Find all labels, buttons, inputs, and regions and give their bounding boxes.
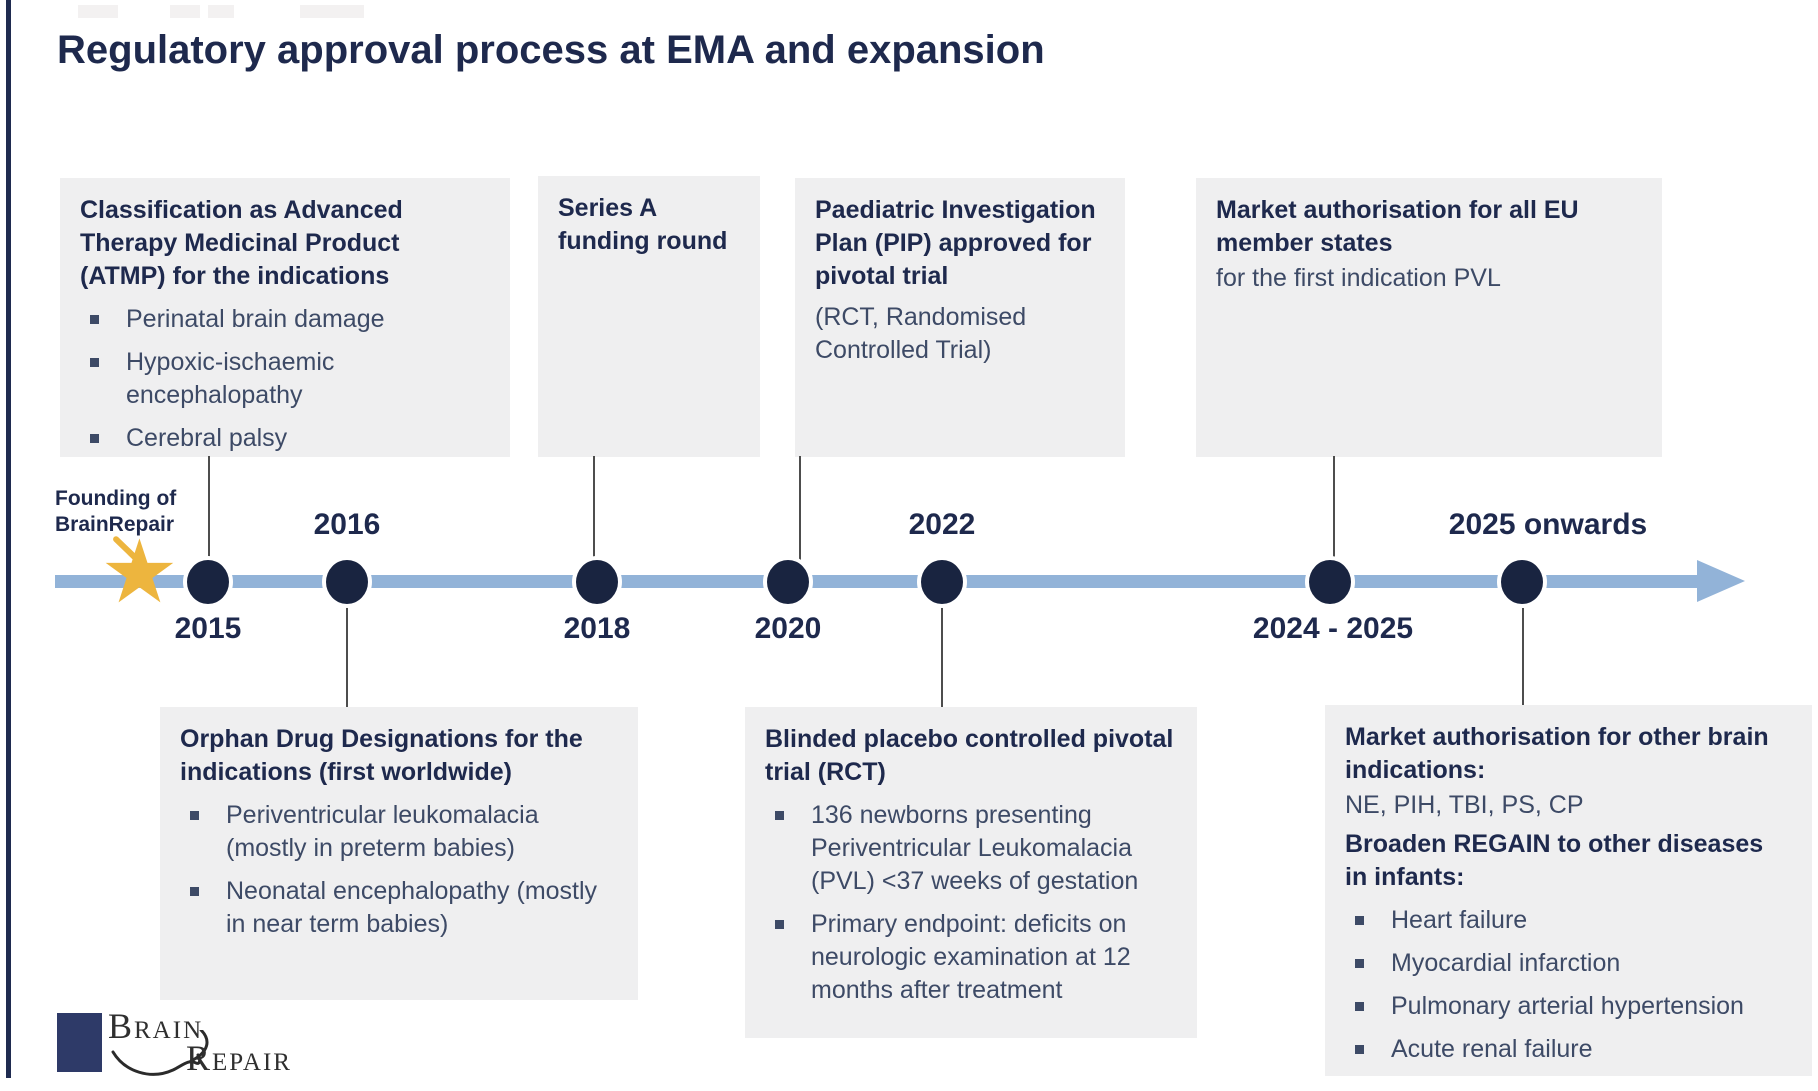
year-label-2020: 2020 [754,612,822,645]
founding-star-icon: ★ [100,522,179,621]
logo-swoosh-icon [111,1030,209,1076]
list-item: Periventricular leukomalacia (mostly in … [180,799,618,865]
timeline-arrow-icon [1697,560,1745,602]
event-box-series-a: Series A funding round [538,176,760,457]
event-box-title-2: Broaden REGAIN to other diseases in infa… [1345,830,1764,891]
logo-wordmark-repair: Repair [186,1038,292,1078]
list-item: Cerebral palsy [80,422,490,455]
event-box-title: Paediatric Investigation Plan (PIP) appr… [815,196,1096,290]
connector-line [941,600,943,707]
list-item: Hypoxic-ischaemic encephalopathy [80,346,490,412]
founding-label-line1: Founding of [55,487,177,510]
year-label-2025-onwards: 2025 onwards [1448,508,1648,541]
event-box-title: Classification as Advanced Therapy Medic… [80,196,403,290]
year-label-2024-2025: 2024 - 2025 [1252,612,1414,645]
year-label-2016: 2016 [313,508,381,541]
list-item: Pulmonary arterial hypertension [1345,990,1792,1023]
year-label-2018: 2018 [563,612,631,645]
list-item: 136 newborns presenting Periventricular … [765,799,1177,898]
event-box-subtitle: NE, PIH, TBI, PS, CP [1345,791,1584,819]
event-box-title: Series A funding round [558,194,728,255]
event-box-orphan-drug: Orphan Drug Designations for the indicat… [160,707,638,1000]
top-edge-artifact [208,5,234,18]
list-item: Heart failure [1345,904,1792,937]
connector-line [346,600,348,707]
event-box-expansion: Market authorisation for other brain ind… [1325,705,1812,1076]
top-edge-artifact [170,5,200,18]
timeline-dot-2016 [322,556,372,608]
connector-line [208,456,210,570]
bullet-list: 136 newborns presenting Periventricular … [765,799,1177,1007]
year-label-2022: 2022 [908,508,976,541]
top-edge-artifact [300,5,364,18]
event-box-title: Market authorisation for all EU member s… [1216,196,1579,257]
timeline-dot-2015 [183,556,233,608]
year-label-2015: 2015 [174,612,242,645]
connector-line [1333,456,1335,570]
top-edge-artifact [78,5,118,18]
timeline-dot-2018 [572,556,622,608]
founding-label-line2: BrainRepair [55,513,175,536]
list-item: Myocardial infarction [1345,947,1792,980]
founding-label: Founding of BrainRepair [55,486,176,538]
connector-line [593,456,595,570]
event-box-pip: Paediatric Investigation Plan (PIP) appr… [795,178,1125,457]
event-box-subtitle: for the first indication PVL [1216,264,1501,292]
logo-wordmark-brain: Brain [108,1006,204,1046]
event-box-subtitle: (RCT, Randomised Controlled Trial) [815,303,1027,364]
event-box-title: Market authorisation for other brain ind… [1345,723,1769,784]
event-box-pivotal-trial: Blinded placebo controlled pivotal trial… [745,707,1197,1038]
event-box-title: Blinded placebo controlled pivotal trial… [765,725,1174,786]
list-item: Neonatal encephalopathy (mostly in near … [180,875,618,941]
bullet-list: Periventricular leukomalacia (mostly in … [180,799,618,941]
timeline-dot-2022 [917,556,967,608]
list-item: Primary endpoint: deficits on neurologic… [765,908,1177,1007]
timeline-dot-2024-2025 [1305,556,1355,608]
timeline-dot-2025-onwards [1497,556,1547,608]
event-box-ema-authorisation: Market authorisation for all EU member s… [1196,178,1662,457]
timeline-line [55,575,1700,588]
list-item: Acute renal failure [1345,1033,1792,1066]
connector-line [799,456,801,570]
event-box-atmp: Classification as Advanced Therapy Medic… [60,178,510,457]
page-title: Regulatory approval process at EMA and e… [57,28,1045,72]
logo-square [57,1013,102,1072]
list-item: Perinatal brain damage [80,303,490,336]
left-border-line [6,0,11,1078]
timeline-dot-2020 [763,556,813,608]
event-box-title: Orphan Drug Designations for the indicat… [180,725,583,786]
connector-line [1522,600,1524,707]
